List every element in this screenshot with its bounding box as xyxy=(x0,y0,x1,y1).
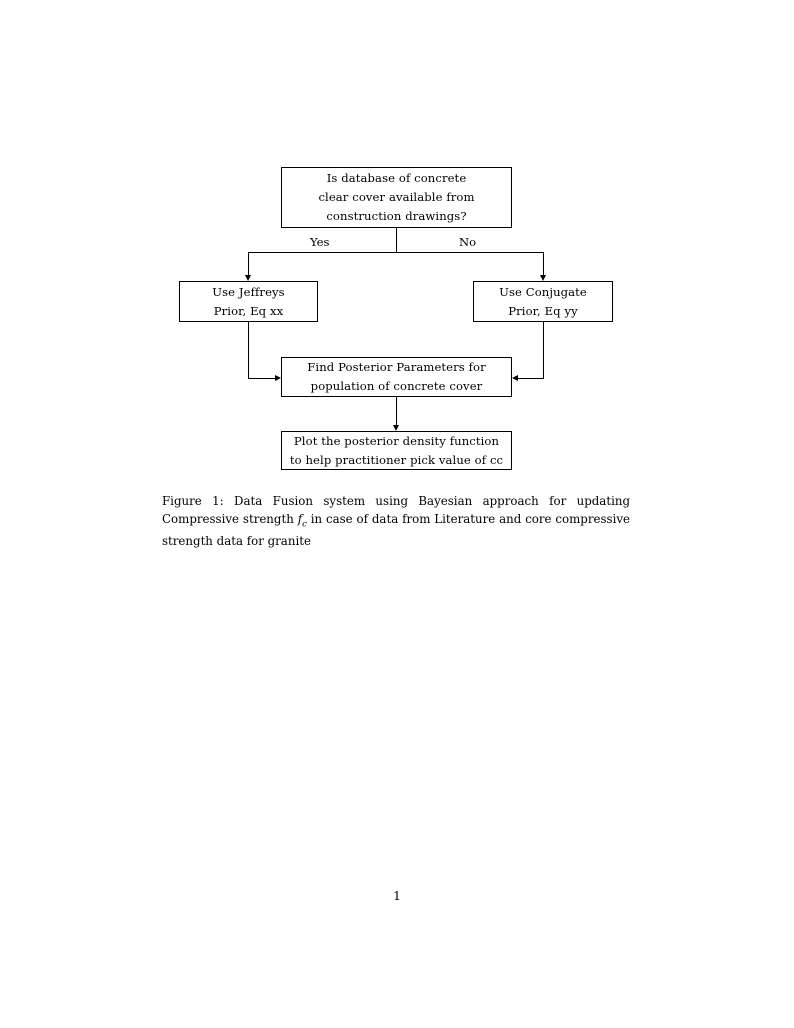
edge-conjugate-drop xyxy=(543,322,544,379)
arrowhead-yes xyxy=(245,275,252,281)
edge-yes-drop xyxy=(248,252,249,275)
node-conjugate-line-1: Use Conjugate xyxy=(499,284,587,299)
edge-conjugate-to-posterior xyxy=(518,378,544,379)
edge-no-drop xyxy=(543,252,544,275)
node-question-box: Is database of concrete clear cover avai… xyxy=(281,167,512,228)
branch-label-no: No xyxy=(457,235,479,249)
edge-jeffreys-drop xyxy=(248,322,249,379)
node-plot-line-1: Plot the posterior density function xyxy=(293,433,500,448)
arrowhead-posterior-to-plot xyxy=(393,425,400,431)
edge-branch-bar xyxy=(248,252,544,253)
figure-caption-text-before-math: Data Fusion system using Bayesian approa… xyxy=(162,494,630,527)
arrowhead-conjugate-to-posterior xyxy=(512,375,518,382)
node-question-line-2: clear cover available from xyxy=(318,190,475,205)
node-conjugate-prior-box: Use Conjugate Prior, Eq yy xyxy=(473,281,613,322)
edge-posterior-to-plot xyxy=(396,397,397,425)
node-jeffreys-line-1: Use Jeffreys xyxy=(212,284,285,299)
node-jeffreys-line-2: Prior, Eq xx xyxy=(213,303,284,318)
figure-caption-text-after-math: in case of data from Literature and core… xyxy=(162,512,631,548)
node-plot-density-box: Plot the posterior density function to h… xyxy=(281,431,512,470)
edge-jeffreys-to-posterior xyxy=(248,378,275,379)
node-find-posterior-box: Find Posterior Parameters for population… xyxy=(281,357,512,397)
arrowhead-jeffreys-to-posterior xyxy=(275,375,281,382)
figure-caption-label: Figure 1: xyxy=(162,494,224,508)
math-base-f: f xyxy=(297,512,303,527)
arrowhead-no xyxy=(540,275,547,281)
page-number: 1 xyxy=(393,889,401,903)
math-subscript-c: c xyxy=(302,519,307,530)
branch-label-yes: Yes xyxy=(308,235,332,249)
figure-caption: Figure 1: Data Fusion system using Bayes… xyxy=(162,492,630,550)
node-posterior-line-2: population of concrete cover xyxy=(310,379,483,393)
flowchart-figure: Is database of concrete clear cover avai… xyxy=(0,0,794,485)
node-posterior-line-1: Find Posterior Parameters for xyxy=(307,360,486,375)
node-question-line-3: construction drawings? xyxy=(326,208,467,223)
edge-question-stem xyxy=(396,228,397,253)
node-conjugate-line-2: Prior, Eq yy xyxy=(508,303,578,318)
node-plot-line-2: to help practitioner pick value of cc xyxy=(289,452,504,467)
figure-caption-math-variable: fc xyxy=(297,512,307,529)
node-jeffreys-prior-box: Use Jeffreys Prior, Eq xx xyxy=(179,281,318,322)
node-question-line-1: Is database of concrete xyxy=(326,171,467,186)
